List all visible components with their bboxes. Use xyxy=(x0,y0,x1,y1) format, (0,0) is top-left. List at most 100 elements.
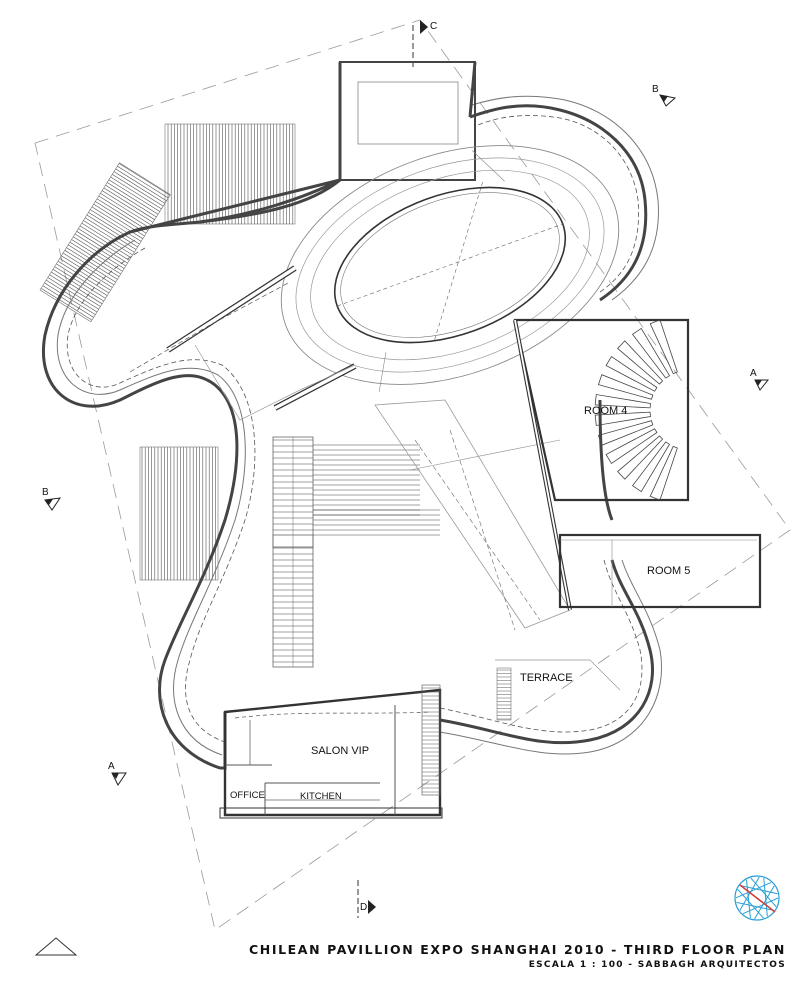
hatch-line xyxy=(57,260,110,294)
hatch-line xyxy=(95,201,147,234)
hatch-line xyxy=(110,176,162,210)
hatch-line xyxy=(83,220,135,253)
ramp-bar-lower-inner xyxy=(274,364,356,410)
perimeter-railing-dashed xyxy=(66,115,643,743)
logo-mesh-line xyxy=(735,882,772,899)
drawing-title: CHILEAN PAVILLION EXPO SHANGHAI 2010 - T… xyxy=(249,942,786,957)
hatch-line xyxy=(98,195,150,229)
kitchen-label: KITCHEN xyxy=(300,791,342,802)
room-5-label: ROOM 5 xyxy=(647,565,691,577)
upper-wall-link xyxy=(199,62,342,224)
ramp-outline xyxy=(194,344,356,421)
section-mark-c: C xyxy=(430,21,438,32)
logo-mesh-line xyxy=(739,876,760,911)
hatch-line xyxy=(44,282,96,315)
logo-mesh-line xyxy=(746,879,751,918)
terrace-label: TERRACE xyxy=(520,672,573,684)
logo-mesh-line xyxy=(742,897,779,915)
hatch-line xyxy=(113,171,166,204)
hatch-line xyxy=(79,225,132,258)
hatch-line xyxy=(118,163,171,196)
fan-seat xyxy=(594,411,651,426)
pavilion-logo-icon xyxy=(734,875,780,921)
fan-seat xyxy=(632,441,671,493)
fan-seat xyxy=(649,319,678,375)
hatch-line xyxy=(90,209,142,242)
hatch-line xyxy=(64,250,116,283)
hatch-line xyxy=(81,222,133,256)
fan-seat xyxy=(649,445,678,501)
hatch-line xyxy=(86,214,138,248)
fan-seat xyxy=(605,428,658,465)
logo-mesh-line xyxy=(750,877,777,908)
fan-seat xyxy=(597,374,654,400)
hatch-line xyxy=(105,184,157,218)
hatched-slab-middle xyxy=(139,446,219,581)
fan-seat xyxy=(632,327,671,379)
north-arrow-icon xyxy=(34,937,78,956)
hatch-line xyxy=(117,165,169,199)
section-mark-b-top: B xyxy=(652,84,659,95)
section-mark-b-left: B xyxy=(42,487,49,498)
vip-block xyxy=(219,684,443,819)
hatch-line xyxy=(103,187,155,220)
hatch-line xyxy=(66,247,118,280)
hatch-line xyxy=(61,255,113,288)
fan-seat xyxy=(617,435,664,480)
hatch-line xyxy=(51,271,103,305)
hatch-line xyxy=(47,277,99,310)
fan-seat xyxy=(617,340,664,385)
section-marker-d-arrow xyxy=(368,900,376,914)
hatch-line xyxy=(54,266,106,299)
hatch-line xyxy=(68,244,120,277)
hatch-line xyxy=(62,252,115,286)
logo-mesh-line xyxy=(754,885,775,920)
hatch-line xyxy=(52,269,104,302)
logo-mesh-line xyxy=(763,878,768,917)
hatch-line xyxy=(91,206,143,239)
room-5 xyxy=(558,533,762,609)
perimeter-wall-inner xyxy=(56,95,662,756)
central-stair xyxy=(272,436,440,668)
hatch-line xyxy=(96,198,149,231)
hatch-line xyxy=(78,228,130,261)
section-marker-b-top-arrow xyxy=(659,94,677,107)
section-marker-a-right-arrow xyxy=(754,379,770,391)
tower-inner-box xyxy=(357,81,459,145)
ramp-bar-upper-inner xyxy=(167,266,296,352)
drawing-subtitle: ESCALA 1 : 100 - SABBAGH ARQUITECTOS xyxy=(528,960,786,970)
hatch-line xyxy=(101,190,154,223)
salon-vip-label: SALON VIP xyxy=(311,745,370,757)
section-marker-b-left-arrow xyxy=(44,497,62,511)
fan-seat xyxy=(597,420,654,446)
section-marker-c-arrow xyxy=(420,20,428,34)
perimeter-wall-outer xyxy=(42,104,654,770)
section-mark-d: D xyxy=(360,902,368,913)
hatch-line xyxy=(49,274,101,307)
hatch-line xyxy=(40,288,93,321)
hatch-line xyxy=(59,258,111,291)
hatch-lines-middle xyxy=(141,447,216,580)
room-4-label: ROOM 4 xyxy=(584,405,628,417)
ramp-dashed-edge xyxy=(129,281,291,373)
logo-mesh-line xyxy=(740,884,778,895)
hatch-line xyxy=(100,193,152,226)
terrace-area xyxy=(495,659,621,721)
hatch-line xyxy=(88,212,140,245)
tower-box xyxy=(339,61,476,181)
hatch-line xyxy=(108,179,160,212)
hatch-line xyxy=(56,263,108,296)
hatched-ramp-left xyxy=(39,162,171,323)
hatched-slab-top xyxy=(164,123,296,225)
hatch-line xyxy=(107,182,159,215)
hatch-line xyxy=(112,174,164,207)
section-mark-a-left: A xyxy=(108,761,115,772)
hatch-line xyxy=(69,241,121,275)
fan-seat xyxy=(605,355,658,392)
site-boundary xyxy=(34,19,791,931)
logo-mesh-line xyxy=(736,901,775,911)
hatch-line xyxy=(71,239,123,272)
fan-seat xyxy=(594,394,651,409)
section-marker-a-left-arrow xyxy=(111,772,127,786)
